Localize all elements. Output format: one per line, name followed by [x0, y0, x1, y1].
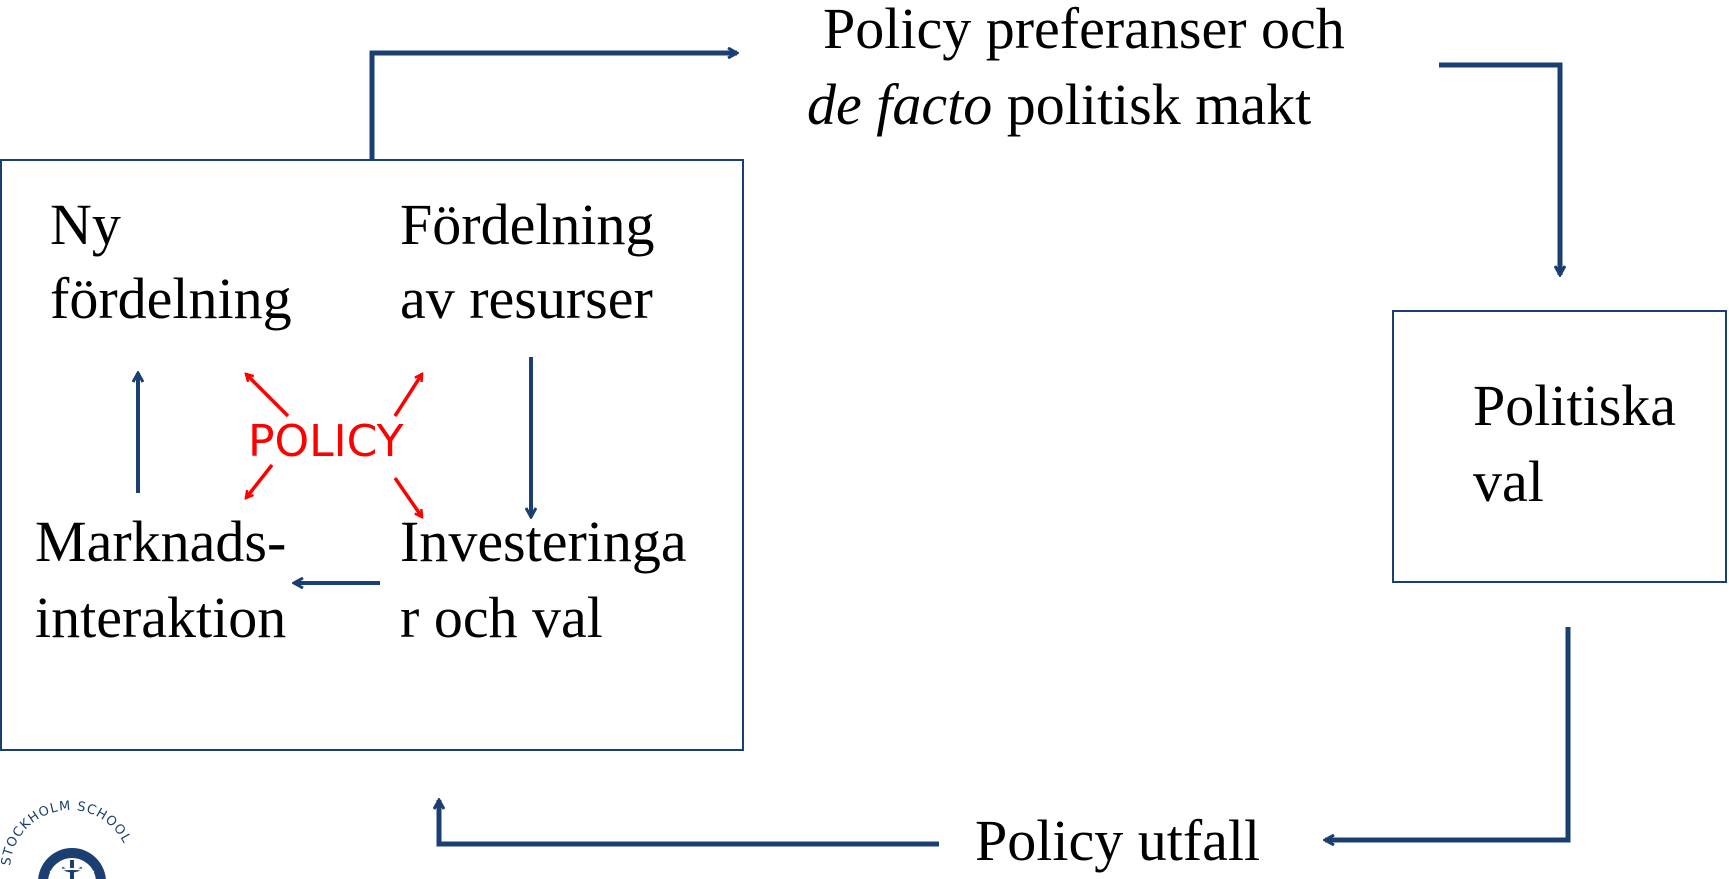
marknads-interaktion-line1: Marknads-	[35, 509, 287, 574]
arrow-choice-to-outcome	[1325, 627, 1571, 840]
fordelning-resurser-line2: av resurser	[400, 266, 653, 331]
ny-fordelning-line1: Ny	[50, 192, 121, 257]
policy-arrow-down-right	[393, 477, 424, 517]
marknads-interaktion-line2: interaktion	[35, 585, 287, 650]
arrow-preferences-to-choice	[1439, 62, 1560, 275]
politiska-val-line1: Politiska	[1473, 373, 1677, 438]
policy-utfall-label: Policy utfall	[975, 808, 1261, 873]
right-box	[1392, 310, 1727, 583]
de-facto-italic: de facto	[807, 72, 993, 137]
arrow-box-to-preferences	[369, 53, 737, 160]
fordelning-resurser-line1: Fördelning	[400, 192, 655, 257]
politiska-val-line2: val	[1473, 449, 1544, 514]
ny-fordelning-line2: fördelning	[50, 266, 292, 331]
policy-arrow-up-right	[393, 374, 424, 417]
policy-label: POLICY	[248, 416, 404, 467]
preferences-label-line2: de facto politisk makt	[807, 76, 1311, 134]
arrow-outcome-to-box	[439, 800, 939, 847]
policy-arrow-up-left	[246, 374, 290, 418]
policy-arrow-down-left	[246, 463, 274, 498]
investeringar-val-line1: Investeringa	[400, 509, 687, 574]
preferences-label-line2-rest: politisk makt	[992, 72, 1312, 137]
preferences-label-line1: Policy preferanser och	[823, 0, 1345, 61]
investeringar-val-line2: r och val	[400, 585, 603, 650]
stockholm-school-logo: STOCKHOLM SCHOOL	[0, 800, 140, 879]
